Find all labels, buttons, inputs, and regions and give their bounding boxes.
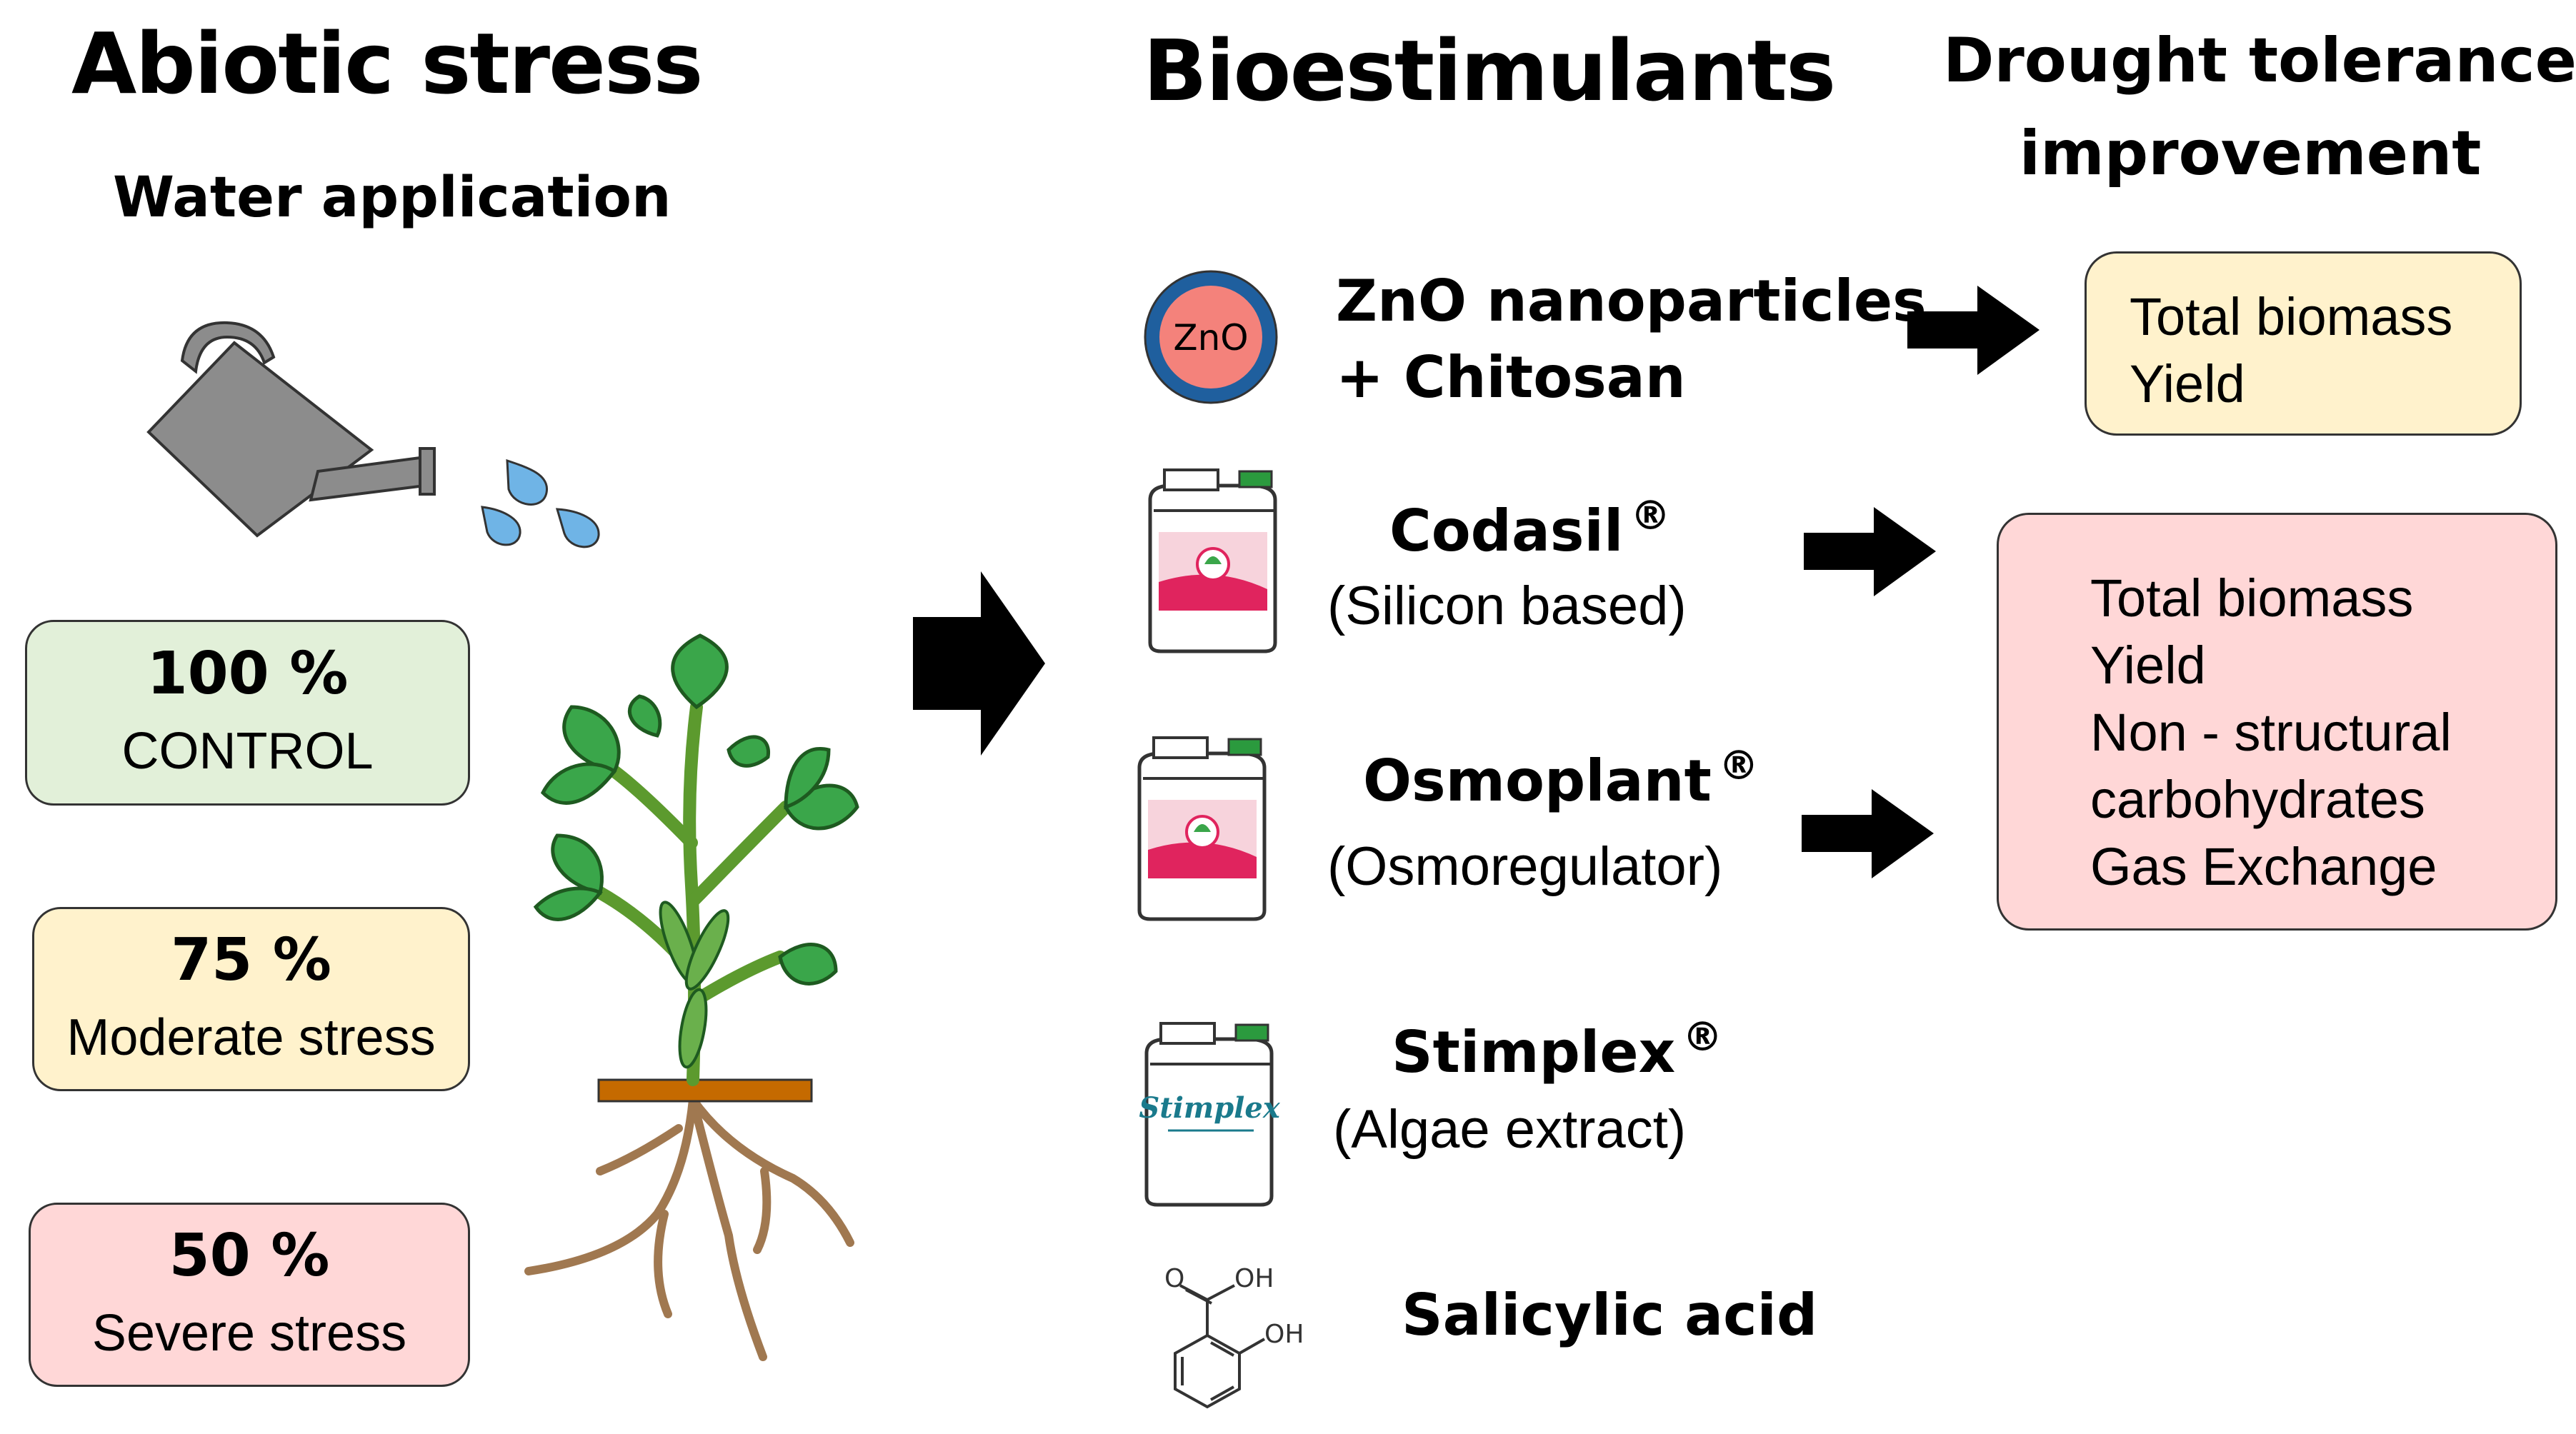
bio-name-salicylic-acid: Salicylic acid [1402,1282,1818,1348]
bio-desc-stimplex: (Algae extract) [1333,1099,1687,1160]
bio-name-stimplex: Stimplex® [1392,1014,1723,1085]
treatment-percent: 100 % [146,640,349,708]
salicylic-acid-structure-icon: O OH OH [1164,1264,1304,1409]
arrow-codasil-icon [1804,507,1936,596]
arrow-osmoplant-icon [1802,789,1934,878]
treatment-percent: 50 % [169,1222,330,1290]
result-line: Non - structural [2090,703,2452,762]
chem-label-o: O [1164,1264,1184,1293]
title-line: Drought tolerance [1943,25,2576,96]
title-line: improvement [2019,118,2482,189]
water-drops-icon [481,458,600,548]
chem-label-oh-side: OH [1264,1320,1304,1349]
treatment-label: Severe stress [91,1305,407,1362]
bio-name-codasil: Codasil® [1389,493,1671,564]
result-line: Total biomass [2130,287,2453,346]
drought-tolerance-title: Drought tolerance improvement [1943,14,2576,200]
chem-label-oh-top: OH [1234,1264,1274,1293]
treatment-severe-box: 50 % Severe stress [29,1203,470,1387]
registered-mark: ® [1718,743,1759,789]
plant-pods [659,901,730,1069]
soil-line [597,1078,813,1103]
registered-mark: ® [1630,493,1671,539]
arrow-zno-icon [1907,286,2040,375]
treatment-control-box: 100 % CONTROL [25,620,470,806]
result-box-zno: Total biomass Yield [2085,251,2522,436]
result-line: Total biomass [2090,568,2414,628]
result-box-others: Total biomass Yield Non - structural car… [1997,513,2557,931]
zno-nanoparticle-icon: ZnO [1144,270,1278,404]
result-line: Yield [2090,636,2206,695]
bio-name-osmoplant: Osmoplant® [1363,743,1759,814]
registered-mark: ® [1682,1014,1723,1061]
plant-leaves [533,633,859,986]
bio-desc-codasil: (Silicon based) [1327,576,1687,636]
bio-name-chitosan: + Chitosan [1336,344,1686,411]
stimplex-jug-icon: Stimplex [1139,1022,1281,1207]
plant-roots [524,1095,854,1361]
result-line: Yield [2130,354,2245,413]
abiotic-stress-title: Abiotic stress [71,14,704,113]
zno-icon-label: ZnO [1173,317,1248,358]
treatment-label: CONTROL [121,723,374,780]
osmoplant-jug-icon [1137,736,1267,921]
watering-can-icon [146,321,436,538]
bio-desc-osmoplant: (Osmoregulator) [1327,836,1723,897]
treatment-label: Moderate stress [66,1009,436,1066]
treatment-moderate-box: 75 % Moderate stress [32,907,470,1091]
bioestimulants-title: Bioestimulants [1143,21,1836,120]
water-application-subtitle: Water application [113,166,672,230]
plant-illustration [524,633,859,1361]
codasil-jug-icon [1148,468,1277,653]
treatment-percent: 75 % [171,926,331,994]
stimplex-logo: Stimplex [1139,1091,1280,1125]
result-line: Gas Exchange [2090,837,2437,896]
bio-name-zno: ZnO nanoparticles [1336,268,1927,334]
result-line: carbohydrates [2090,770,2425,829]
big-right-arrow-icon [913,571,1045,756]
